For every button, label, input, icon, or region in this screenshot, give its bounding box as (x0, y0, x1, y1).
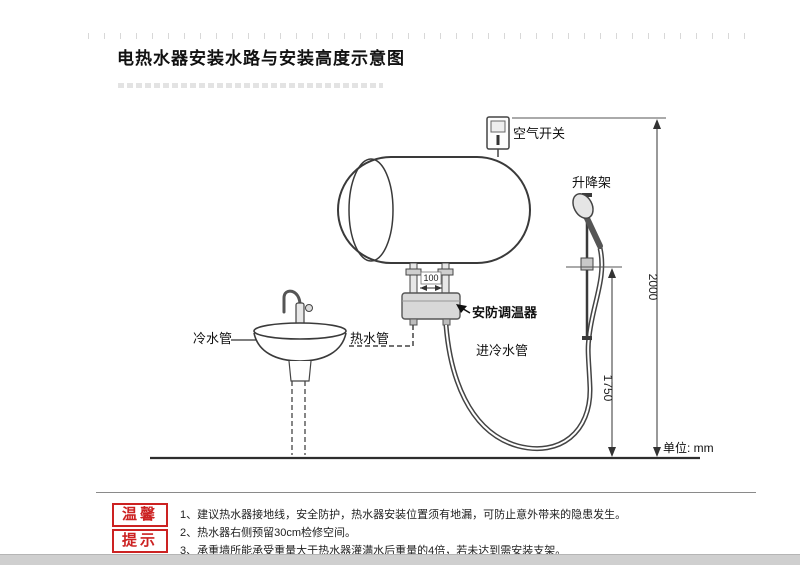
tips-badge-line1: 温馨 (112, 503, 168, 527)
tip-item-1: 1、建议热水器接地线，安全防护，热水器安装位置须有地漏，可防止意外带来的隐患发生… (180, 509, 627, 521)
faucet-body (295, 302, 305, 326)
tips-list: 1、建议热水器接地线，安全防护，热水器安装位置须有地漏，可防止意外带来的隐患发生… (180, 506, 758, 560)
shower-lift-rack (572, 193, 603, 340)
basin-pedestal (288, 360, 312, 382)
water-heater-tank (337, 156, 531, 264)
hot-water-pipe (347, 325, 414, 347)
label-cold-pipe: 冷水管 (193, 331, 232, 346)
drain-pipe-dashed (291, 381, 306, 455)
top-tick-marks (88, 33, 760, 39)
subtitle-watermark (118, 83, 383, 88)
bottom-gray-bar (0, 554, 800, 565)
label-lift-rack: 升降架 (572, 175, 611, 190)
shower-handle (582, 211, 603, 249)
tips-badge: 温馨 提示 (112, 503, 168, 561)
dimension-pipe-spacing-label: 100 (423, 273, 438, 283)
dimension-1750-label: 1750 (601, 375, 615, 402)
sink (253, 289, 347, 455)
thermostat-callout-arrow (456, 304, 471, 314)
label-air-switch: 空气开关 (513, 126, 565, 141)
faucet-spout (282, 289, 302, 314)
unit-note: 单位: mm (663, 440, 714, 455)
tips-badge-line2: 提示 (112, 529, 168, 553)
inlet-hose (443, 247, 605, 452)
label-inlet-pipe: 进冷水管 (476, 343, 528, 358)
shower-head (572, 193, 594, 219)
dimension-2000-label: 2000 (646, 274, 660, 301)
dimension-pipe-spacing: 100 (420, 271, 442, 291)
dimension-2000: 2000 (512, 117, 666, 457)
faucet-handle (305, 304, 313, 312)
label-thermostat: 安防调温器 (472, 305, 538, 320)
label-hot-pipe: 热水管 (350, 331, 389, 346)
tip-item-2: 2、热水器右侧预留30cm检修空间。 (180, 527, 357, 539)
air-switch (486, 116, 510, 157)
dimension-1750: 1750 (566, 266, 622, 457)
page-title: 电热水器安装水路与安装高度示意图 (117, 49, 405, 68)
basin-rim (253, 322, 347, 340)
tips-separator (96, 492, 756, 493)
thermostat-valve-box (401, 292, 461, 326)
